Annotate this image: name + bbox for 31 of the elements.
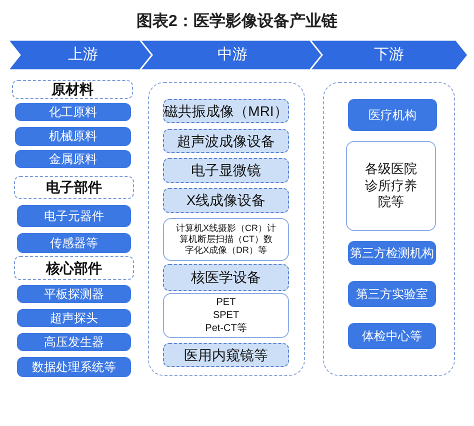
detail-box: 各级医院诊所疗养院等 (346, 141, 436, 231)
group-panel (323, 82, 455, 376)
item-box: 超声探头 (17, 309, 131, 327)
item-box: 第三方实验室 (348, 281, 436, 307)
item-box: X线成像设备 (163, 188, 289, 213)
item-box: 医用内窥镜等 (163, 343, 289, 367)
detail-box: PET SPET Pet-CT等 (163, 293, 289, 338)
item-box: 电子元器件 (17, 205, 131, 227)
category-heading: 核心部件 (14, 256, 134, 280)
item-box: 超声波成像设备 (163, 129, 289, 153)
group-panel (148, 82, 305, 376)
item-box: 医疗机构 (348, 99, 437, 131)
item-box: 化工原料 (15, 103, 131, 121)
detail-box: 计算机X线摄影（CR）计算机断层扫描（CT）数字化X成像（DR）等 (163, 218, 289, 261)
item-box: 磁共振成像（MRI） (163, 99, 289, 123)
item-box: 核医学设备 (163, 264, 289, 291)
category-heading: 原材料 (12, 80, 133, 99)
stage-label: 中游 (218, 44, 248, 65)
item-box: 体检中心等 (348, 323, 436, 349)
diagram-title: 图表2：医学影像设备产业链 (136, 11, 338, 32)
item-box: 金属原料 (15, 150, 131, 168)
item-box: 高压发生器 (17, 333, 131, 351)
item-box: 机械原料 (15, 127, 131, 146)
item-box: 平板探测器 (17, 285, 131, 303)
stage-label: 上游 (68, 44, 98, 65)
category-heading: 电子部件 (14, 176, 134, 199)
item-box: 第三方检测机构 (348, 241, 436, 265)
stage-label: 下游 (374, 44, 404, 65)
item-box: 电子显微镜 (163, 158, 289, 183)
item-box: 数据处理系统等 (17, 357, 131, 377)
item-box: 传感器等 (17, 233, 131, 253)
